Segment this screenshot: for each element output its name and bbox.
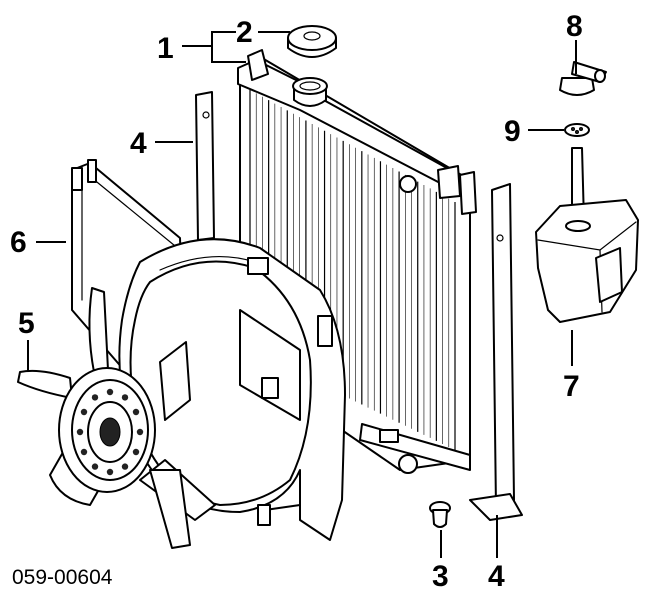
radiator-bracket-right (469, 183, 523, 521)
fan-hub-hole (106, 388, 114, 396)
fan-hub-hole (91, 463, 99, 470)
figure-code: 059-00604 (12, 566, 113, 589)
cooling-fan (17, 287, 216, 549)
radiator-filler-neck (292, 77, 328, 107)
coolant-reservoir-tank (535, 147, 639, 323)
callout-5: 5 (18, 307, 35, 340)
fan-hub-hole (132, 448, 140, 456)
radiator-bracket-left (195, 91, 215, 241)
callout-8: 8 (566, 10, 583, 43)
callout-6: 6 (10, 226, 27, 259)
fan-hub-hole (136, 428, 144, 436)
fan-hub-hole (121, 394, 129, 401)
fan-hub-hole (80, 408, 88, 416)
callout-7: 7 (563, 370, 580, 403)
fan-hub-hole (106, 468, 114, 476)
callout-3: 3 (432, 560, 449, 593)
reservoir-gasket (564, 123, 590, 137)
callout-4-upper: 4 (130, 127, 147, 160)
callout-9: 9 (504, 115, 521, 148)
fan-hub-hole (132, 408, 140, 416)
radiator-drain-cushion (429, 501, 451, 528)
callout-2: 2 (236, 16, 253, 49)
reservoir-cap (559, 61, 607, 96)
callout-4-lower: 4 (488, 560, 505, 593)
fan-shroud-ring (118, 238, 346, 541)
leader-lines (27, 31, 577, 558)
callout-1: 1 (157, 32, 174, 65)
fan-hub-hole (80, 448, 88, 456)
fan-hub-hole (76, 428, 84, 436)
radiator-cap (287, 25, 337, 58)
fan-hub-hole (91, 394, 99, 401)
callout-labels: 1 2 4 6 5 8 9 7 3 4 (10, 10, 583, 593)
fan-hub-hole (121, 463, 129, 470)
